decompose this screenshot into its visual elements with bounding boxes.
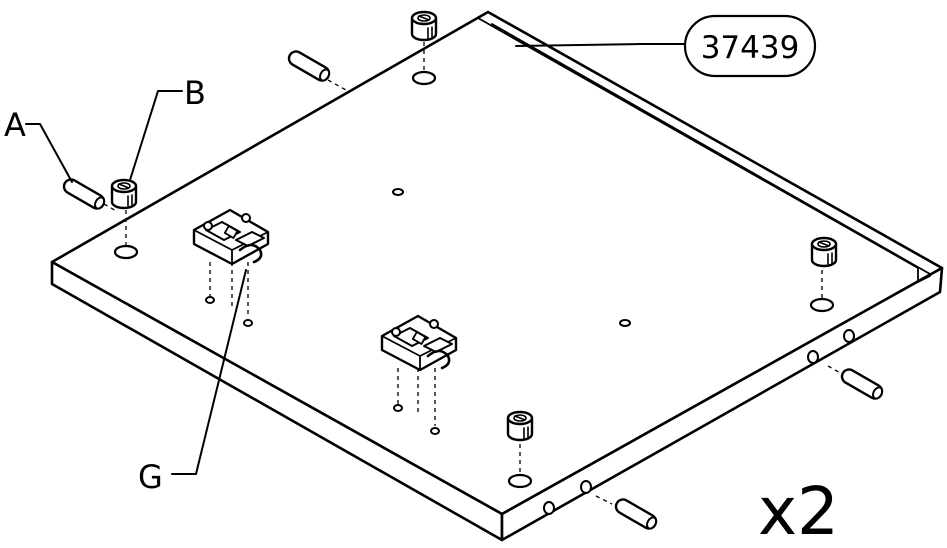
dowel-pin-icon: [840, 368, 884, 400]
cam-lock-icon: [506, 410, 534, 442]
cam-holes: [113, 70, 835, 489]
dowel-pin-icon: [287, 50, 331, 82]
cam-lock-icon: [810, 236, 838, 268]
part-number: 37439: [701, 30, 800, 66]
small-holes: [205, 188, 631, 435]
dowel-pin-icon: [62, 178, 106, 210]
callout-a: A: [4, 106, 26, 144]
dowel-pin-icon: [614, 498, 658, 530]
callout-g: G: [138, 458, 163, 496]
cam-lock-icon: [110, 178, 138, 210]
hinge-mounting-plate-icon: [192, 208, 270, 266]
part-number-bubble: 37439: [683, 14, 817, 78]
hinge-mounting-plate-icon: [380, 314, 458, 372]
insertion-lines: [103, 34, 843, 505]
quantity-label: x2: [758, 473, 839, 548]
cam-lock-icon: [410, 10, 438, 42]
panel-board-icon: [50, 10, 944, 542]
leader-lines: [25, 43, 689, 475]
edge-holes: [543, 329, 855, 515]
callout-b: B: [184, 74, 206, 112]
